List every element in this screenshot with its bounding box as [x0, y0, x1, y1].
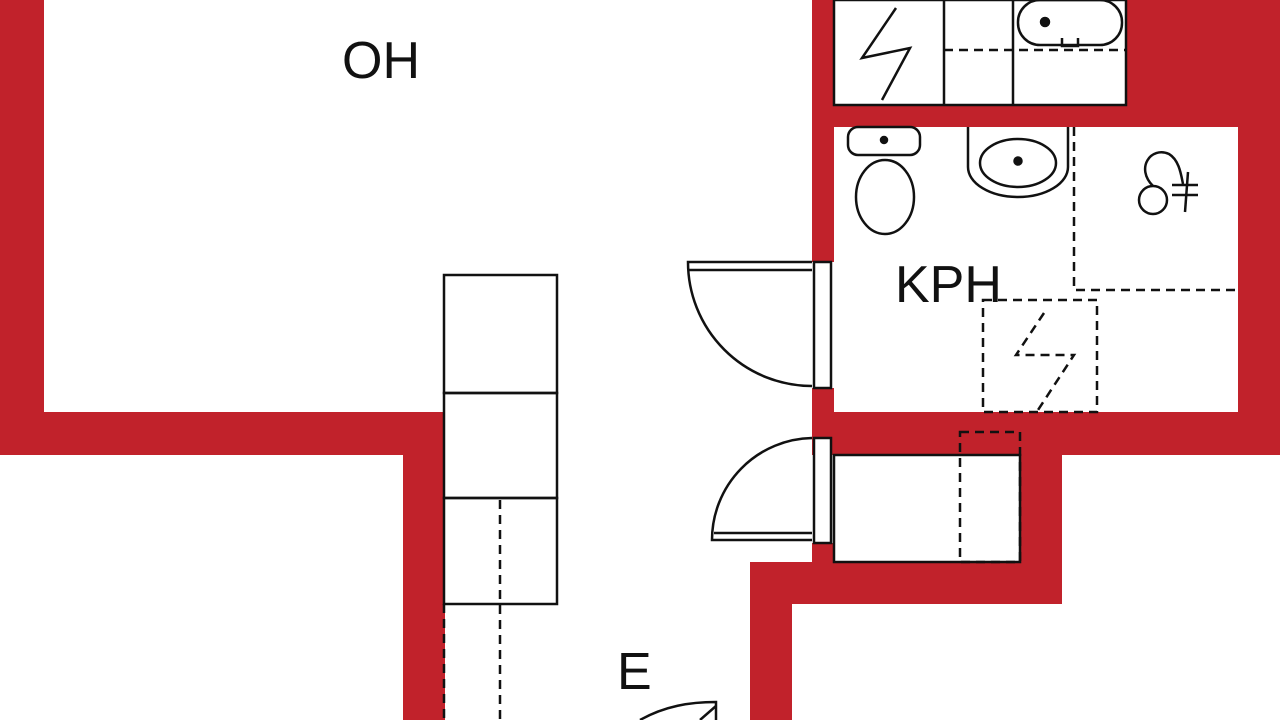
sauna-sink-drain: [1039, 16, 1051, 28]
wardrobe-unit-1: [442, 273, 559, 395]
wardrobe: [442, 273, 559, 720]
room-label-entrance: E: [617, 643, 652, 701]
toilet: [846, 125, 922, 236]
wall-left: [0, 0, 44, 455]
toilet-bowl: [854, 158, 916, 236]
room-label-bathroom: KPH: [895, 256, 1002, 314]
bathroom: [686, 125, 1238, 414]
sauna: [832, 0, 1128, 107]
room-label-living: OH: [342, 32, 420, 90]
closet: [710, 430, 1022, 564]
wall-living-sauna: [812, 0, 834, 262]
wardrobe-unit-2: [442, 391, 559, 500]
electric-stove-icon: [859, 7, 913, 101]
washbasin: [966, 127, 1070, 199]
washbasin-drain: [1013, 156, 1023, 166]
shower-head: [1137, 184, 1169, 216]
toilet-flush: [879, 135, 889, 145]
wall-living-bottom: [0, 412, 440, 455]
wall-bath-right: [1238, 105, 1280, 455]
washing-machine-icon: [1013, 312, 1077, 411]
shower-pipe: [1183, 171, 1190, 213]
closet-door-leaf: [812, 436, 833, 545]
entrance-door-swing: [639, 700, 718, 720]
shower-icon: [1137, 151, 1198, 216]
shower-area: [1072, 127, 1238, 292]
closet-shelf: [958, 430, 1022, 564]
bathroom-door-leaf: [812, 260, 833, 390]
washbasin-outline: [966, 127, 1070, 199]
wall-closet-bottom: [750, 562, 1062, 604]
washing-machine-space: [981, 298, 1099, 414]
wall-entrance-left: [403, 412, 445, 720]
bathroom-door-swing: [686, 260, 813, 388]
entrance-door-leaf: [699, 705, 717, 720]
wall-entrance-right: [750, 562, 792, 720]
sauna-sink-faucet: [1060, 38, 1080, 48]
wardrobe-unit-3: [442, 496, 559, 606]
closet-door-swing: [710, 436, 813, 542]
closet-door: [710, 436, 833, 545]
closet-outline: [832, 453, 1022, 564]
washbasin-bowl: [978, 137, 1058, 189]
entrance-door: [639, 700, 718, 720]
wall-closet-jamb: [812, 543, 834, 565]
sauna-sink: [1016, 0, 1124, 47]
shower-hose: [1143, 151, 1185, 187]
sauna-outline: [832, 0, 1128, 107]
bathroom-door: [686, 260, 833, 390]
toilet-tank: [846, 125, 922, 157]
